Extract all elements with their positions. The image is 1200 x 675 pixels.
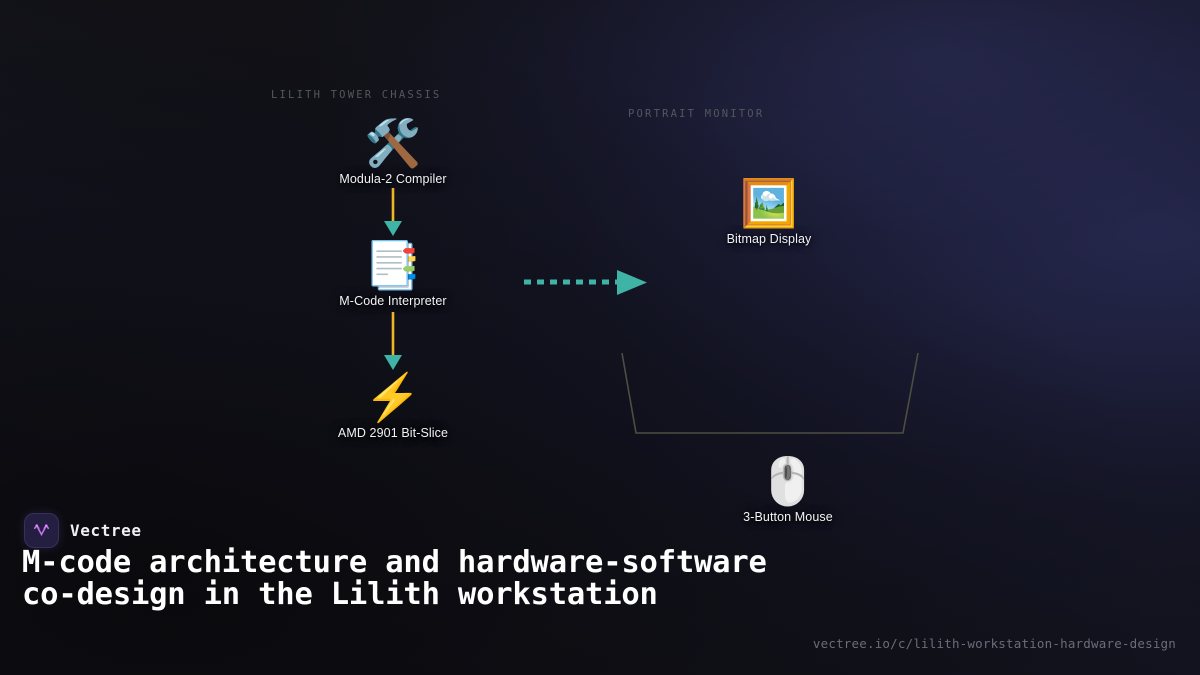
group-label-monitor: PORTRAIT MONITOR — [628, 108, 765, 120]
computer-mouse-icon: 🖱️ — [759, 455, 817, 507]
node-label-m-code-interpreter: M-Code Interpreter — [339, 294, 447, 308]
node-amd-2901-bit-slice[interactable]: ⚡ AMD 2901 Bit-Slice — [308, 370, 478, 440]
vectree-logo-icon — [24, 513, 59, 548]
brand-name: Vectree — [70, 521, 142, 540]
brand[interactable]: Vectree — [24, 513, 142, 548]
source-url: vectree.io/c/lilith-workstation-hardware… — [812, 636, 1176, 651]
node-label-amd-2901-bit-slice: AMD 2901 Bit-Slice — [337, 426, 449, 440]
node-m-code-interpreter[interactable]: 📑 M-Code Interpreter — [308, 238, 478, 308]
node-bitmap-display[interactable]: 🖼️ Bitmap Display — [684, 176, 854, 246]
page-title: M-code architecture and hardware-softwar… — [22, 545, 767, 612]
hammer-and-wrench-icon: 🛠️ — [364, 117, 422, 169]
node-3-button-mouse[interactable]: 🖱️ 3-Button Mouse — [703, 454, 873, 524]
high-voltage-icon: ⚡ — [364, 371, 422, 423]
edge-compiler-to-interpreter — [384, 188, 402, 236]
node-label-modula-2-compiler: Modula-2 Compiler — [339, 172, 447, 186]
node-label-bitmap-display: Bitmap Display — [726, 232, 812, 246]
bookmark-tabs-icon: 📑 — [364, 239, 422, 291]
node-label-3-button-mouse: 3-Button Mouse — [743, 510, 833, 524]
monitor-stand-shape — [621, 352, 919, 434]
edge-tower-to-monitor — [524, 270, 647, 295]
group-label-tower: LILITH TOWER CHASSIS — [271, 89, 442, 101]
edge-interpreter-to-bitslice — [384, 312, 402, 370]
footer: Vectree M-code architecture and hardware… — [0, 503, 1200, 675]
framed-picture-icon: 🖼️ — [740, 177, 798, 229]
node-modula-2-compiler[interactable]: 🛠️ Modula-2 Compiler — [308, 116, 478, 186]
